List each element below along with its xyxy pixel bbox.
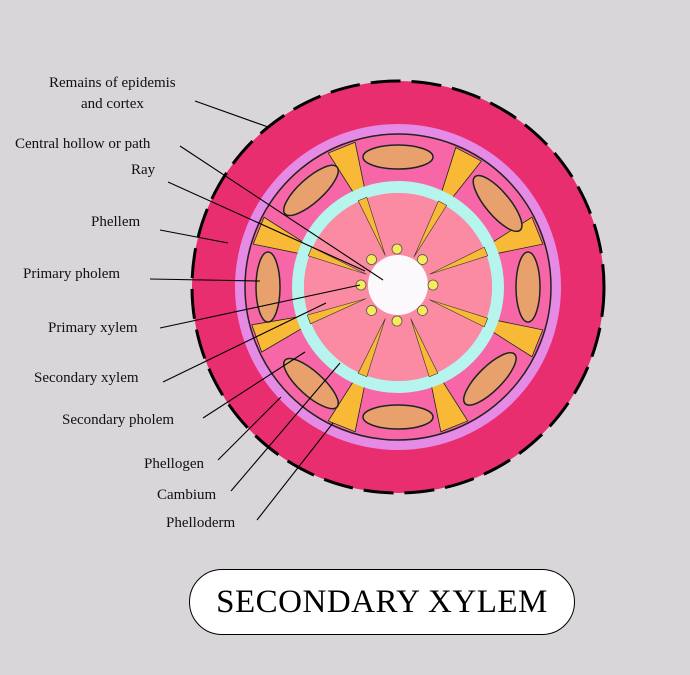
primary-xylem-dot-3: [427, 279, 439, 291]
leader-ray: [167, 181, 366, 272]
label-phelloderm: Phelloderm: [166, 515, 236, 531]
label-secondary-pholem: Secondary pholem: [62, 412, 175, 428]
inner-ray-1: [413, 200, 448, 258]
phloem-patch-5: [362, 404, 434, 430]
primary-xylem-dot-6: [366, 305, 377, 316]
leader-lines: [149, 100, 384, 521]
label-phellogen: Phellogen: [144, 456, 204, 472]
label-phellem: Phellem: [91, 214, 141, 230]
phloem-patch-8: [283, 164, 339, 217]
label-secondary-xylem: Secondary xylem: [34, 370, 139, 386]
phloem-patch-2: [472, 174, 523, 233]
inner-ray-group: [306, 196, 489, 378]
leader-primary-xylem: [159, 284, 361, 329]
diagram-title: SECONDARY XYLEM: [216, 583, 548, 620]
primary-xylem-group: [355, 243, 439, 327]
primary-xylem-dot-1: [391, 243, 403, 255]
leader-phelloderm: [256, 422, 334, 521]
label-cambium: Cambium: [157, 487, 217, 503]
primary-xylem-dot-5: [391, 315, 403, 327]
cambium-ring: [292, 181, 504, 393]
ray-group: [251, 141, 544, 433]
label-remains-1: Remains of epidemis: [49, 75, 176, 91]
primary-xylem-dot-2: [417, 254, 428, 265]
title-box: SECONDARY XYLEM: [189, 569, 575, 635]
phloem-patch-6: [283, 357, 339, 410]
primary-xylem-dot-4: [417, 305, 428, 316]
leader-phellem: [159, 229, 229, 244]
label-ray: Ray: [131, 162, 156, 178]
label-primary-pholem: Primary pholem: [23, 266, 121, 282]
phloem-patch-group: [255, 144, 541, 430]
label-remains-2: and cortex: [81, 96, 144, 112]
leader-phellogen: [217, 396, 282, 461]
inner-ray-8: [357, 196, 386, 256]
inner-ray-7: [307, 246, 367, 275]
leader-secondary-pholem: [202, 351, 306, 419]
primary-xylem-dot-7: [355, 279, 367, 291]
label-central-hollow: Central hollow or path: [15, 136, 151, 152]
label-primary-xylem: Primary xylem: [48, 320, 138, 336]
primary-xylem-dot-8: [366, 254, 377, 265]
leader-remains: [194, 100, 269, 128]
phloem-patch-7: [255, 251, 281, 323]
inner-ray-2: [429, 246, 489, 275]
inner-ray-5: [357, 318, 386, 378]
central-hollow: [368, 255, 428, 315]
leader-cambium: [230, 362, 341, 492]
phloem-patch-1: [362, 144, 434, 170]
leader-primary-pholem: [149, 278, 261, 282]
epidermis-dashed-outline: [190, 79, 606, 495]
inner-ray-6: [306, 298, 367, 325]
phloem-patch-4: [463, 352, 517, 406]
inner-ray-3: [429, 299, 489, 328]
leader-central-hollow: [179, 145, 384, 281]
inner-ray-4: [410, 318, 439, 378]
phloem-patch-3: [515, 251, 541, 323]
leader-secondary-xylem: [162, 302, 327, 383]
